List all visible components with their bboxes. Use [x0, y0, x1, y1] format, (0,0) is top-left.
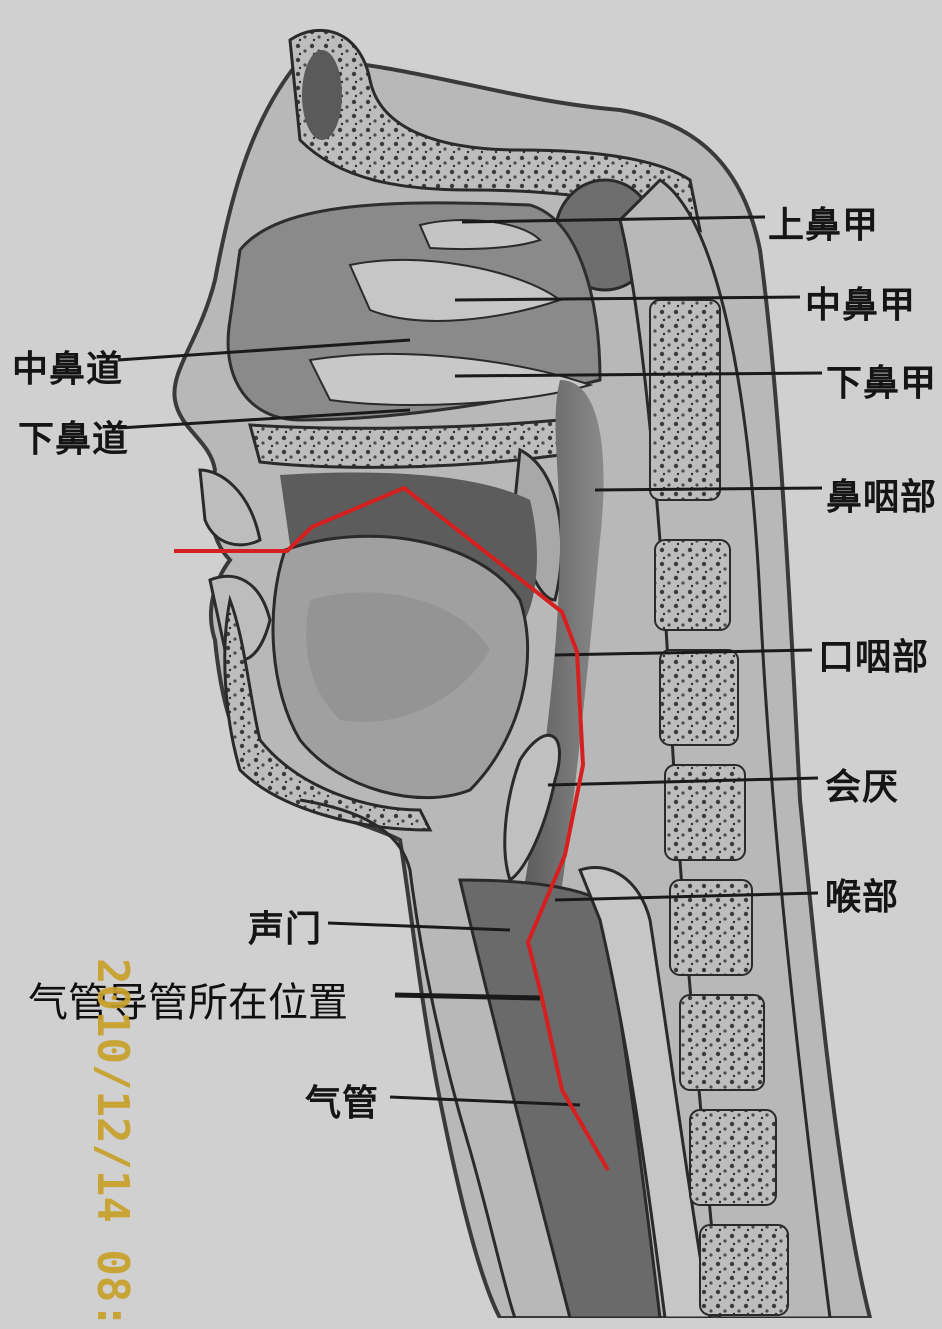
label-laryngopharynx: 喉部 — [825, 868, 899, 920]
leader-nasopharynx — [595, 488, 822, 490]
hard-palate — [250, 420, 560, 467]
label-nasopharynx: 鼻咽部 — [826, 468, 937, 520]
frontal-sinus — [302, 50, 342, 140]
leader-tube-position — [395, 995, 540, 998]
label-inferior-meatus: 下鼻道 — [18, 410, 129, 462]
label-epiglottis: 会厌 — [825, 758, 899, 810]
timestamp: 2010/12/14 08: — [78, 958, 138, 1329]
label-glottis: 声门 — [248, 900, 322, 952]
label-middle-turbinate: 中鼻甲 — [805, 276, 916, 328]
label-superior-turbinate: 上鼻甲 — [768, 196, 879, 248]
label-inferior-turbinate: 下鼻甲 — [826, 354, 937, 406]
label-tube-position: 气管导管所在位置 — [28, 970, 348, 1028]
label-oropharynx: 口咽部 — [818, 628, 929, 680]
label-trachea: 气管 — [305, 1074, 379, 1126]
label-middle-meatus: 中鼻道 — [12, 340, 123, 392]
